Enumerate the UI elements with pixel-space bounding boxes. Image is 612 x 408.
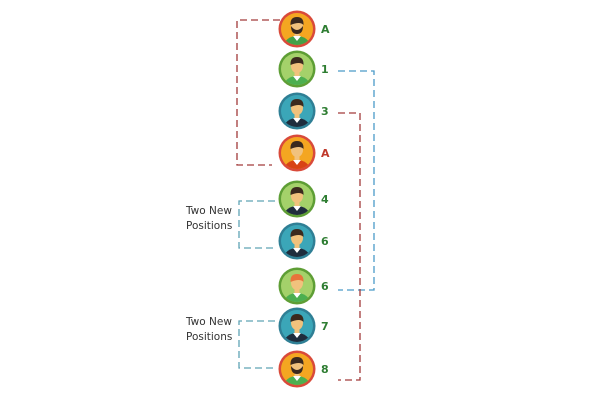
avatar-4: A bbox=[278, 134, 330, 172]
person-icon bbox=[284, 314, 310, 342]
person-icon bbox=[284, 141, 310, 169]
connectors bbox=[236, 19, 375, 381]
person-hair bbox=[290, 274, 304, 282]
person-shirt bbox=[284, 118, 310, 127]
connector-1-to-6 bbox=[338, 70, 375, 291]
person-shirt bbox=[284, 293, 310, 302]
person-hair bbox=[290, 141, 304, 149]
bracket-two-new-positions-1 bbox=[238, 200, 275, 249]
person-shirt bbox=[284, 76, 310, 85]
person-shirt bbox=[284, 333, 310, 342]
bracket-two-new-positions-2 bbox=[238, 320, 275, 369]
avatar-5: 4 bbox=[278, 180, 329, 218]
person-neck bbox=[294, 243, 300, 249]
avatar-label: 3 bbox=[321, 105, 329, 118]
annotation-group1-line2: Positions bbox=[186, 220, 232, 232]
person-icon bbox=[284, 274, 310, 302]
avatar-8: 7 bbox=[278, 307, 329, 345]
person-icon bbox=[284, 99, 310, 127]
avatar-label: 7 bbox=[321, 320, 329, 333]
person-hair bbox=[290, 57, 304, 65]
person-collar bbox=[293, 376, 301, 381]
person-icon bbox=[284, 229, 310, 257]
avatar-label: 4 bbox=[321, 193, 329, 206]
connector-a-swap bbox=[236, 19, 280, 166]
person-shirt bbox=[284, 160, 310, 169]
person-collar bbox=[293, 248, 301, 253]
avatar-label: A bbox=[321, 147, 330, 160]
person-collar bbox=[293, 206, 301, 211]
person-hair bbox=[290, 17, 304, 25]
avatar-3: 3 bbox=[278, 92, 329, 130]
person-neck bbox=[294, 201, 300, 207]
person-collar bbox=[293, 160, 301, 165]
avatar-9: 8 bbox=[278, 350, 329, 388]
person-icon bbox=[284, 357, 310, 385]
person-icon bbox=[284, 57, 310, 85]
person-icon bbox=[284, 187, 310, 215]
avatar-2: 1 bbox=[278, 50, 329, 88]
person-collar bbox=[293, 118, 301, 123]
person-beard bbox=[291, 26, 303, 34]
person-beard bbox=[291, 366, 303, 374]
person-neck bbox=[294, 288, 300, 294]
person-collar bbox=[293, 36, 301, 41]
person-shirt bbox=[284, 36, 310, 45]
person-neck bbox=[294, 113, 300, 119]
person-hair bbox=[290, 187, 304, 195]
person-hair bbox=[290, 229, 304, 237]
person-collar bbox=[293, 76, 301, 81]
avatar-label: 8 bbox=[321, 363, 329, 376]
avatar-label: 1 bbox=[321, 63, 329, 76]
person-hair bbox=[290, 357, 304, 365]
avatar-label: A bbox=[321, 23, 330, 36]
avatar-1: A bbox=[278, 10, 330, 48]
person-icon bbox=[284, 17, 310, 45]
person-shirt bbox=[284, 248, 310, 257]
person-shirt bbox=[284, 376, 310, 385]
person-hair bbox=[290, 99, 304, 107]
avatar-label: 6 bbox=[321, 280, 329, 293]
person-neck bbox=[294, 328, 300, 334]
avatar-7: 6 bbox=[278, 267, 329, 305]
person-shirt bbox=[284, 206, 310, 215]
connector-3-to-8 bbox=[338, 112, 361, 381]
avatar-label: 6 bbox=[321, 235, 329, 248]
annotation-group1-line1: Two New bbox=[185, 205, 232, 217]
person-neck bbox=[294, 71, 300, 77]
person-collar bbox=[293, 333, 301, 338]
person-hair bbox=[290, 314, 304, 322]
annotation-group2-line2: Positions bbox=[186, 331, 232, 343]
avatar-6: 6 bbox=[278, 222, 329, 260]
annotation-group2-line1: Two New bbox=[185, 316, 232, 328]
person-neck bbox=[294, 155, 300, 161]
person-collar bbox=[293, 293, 301, 298]
